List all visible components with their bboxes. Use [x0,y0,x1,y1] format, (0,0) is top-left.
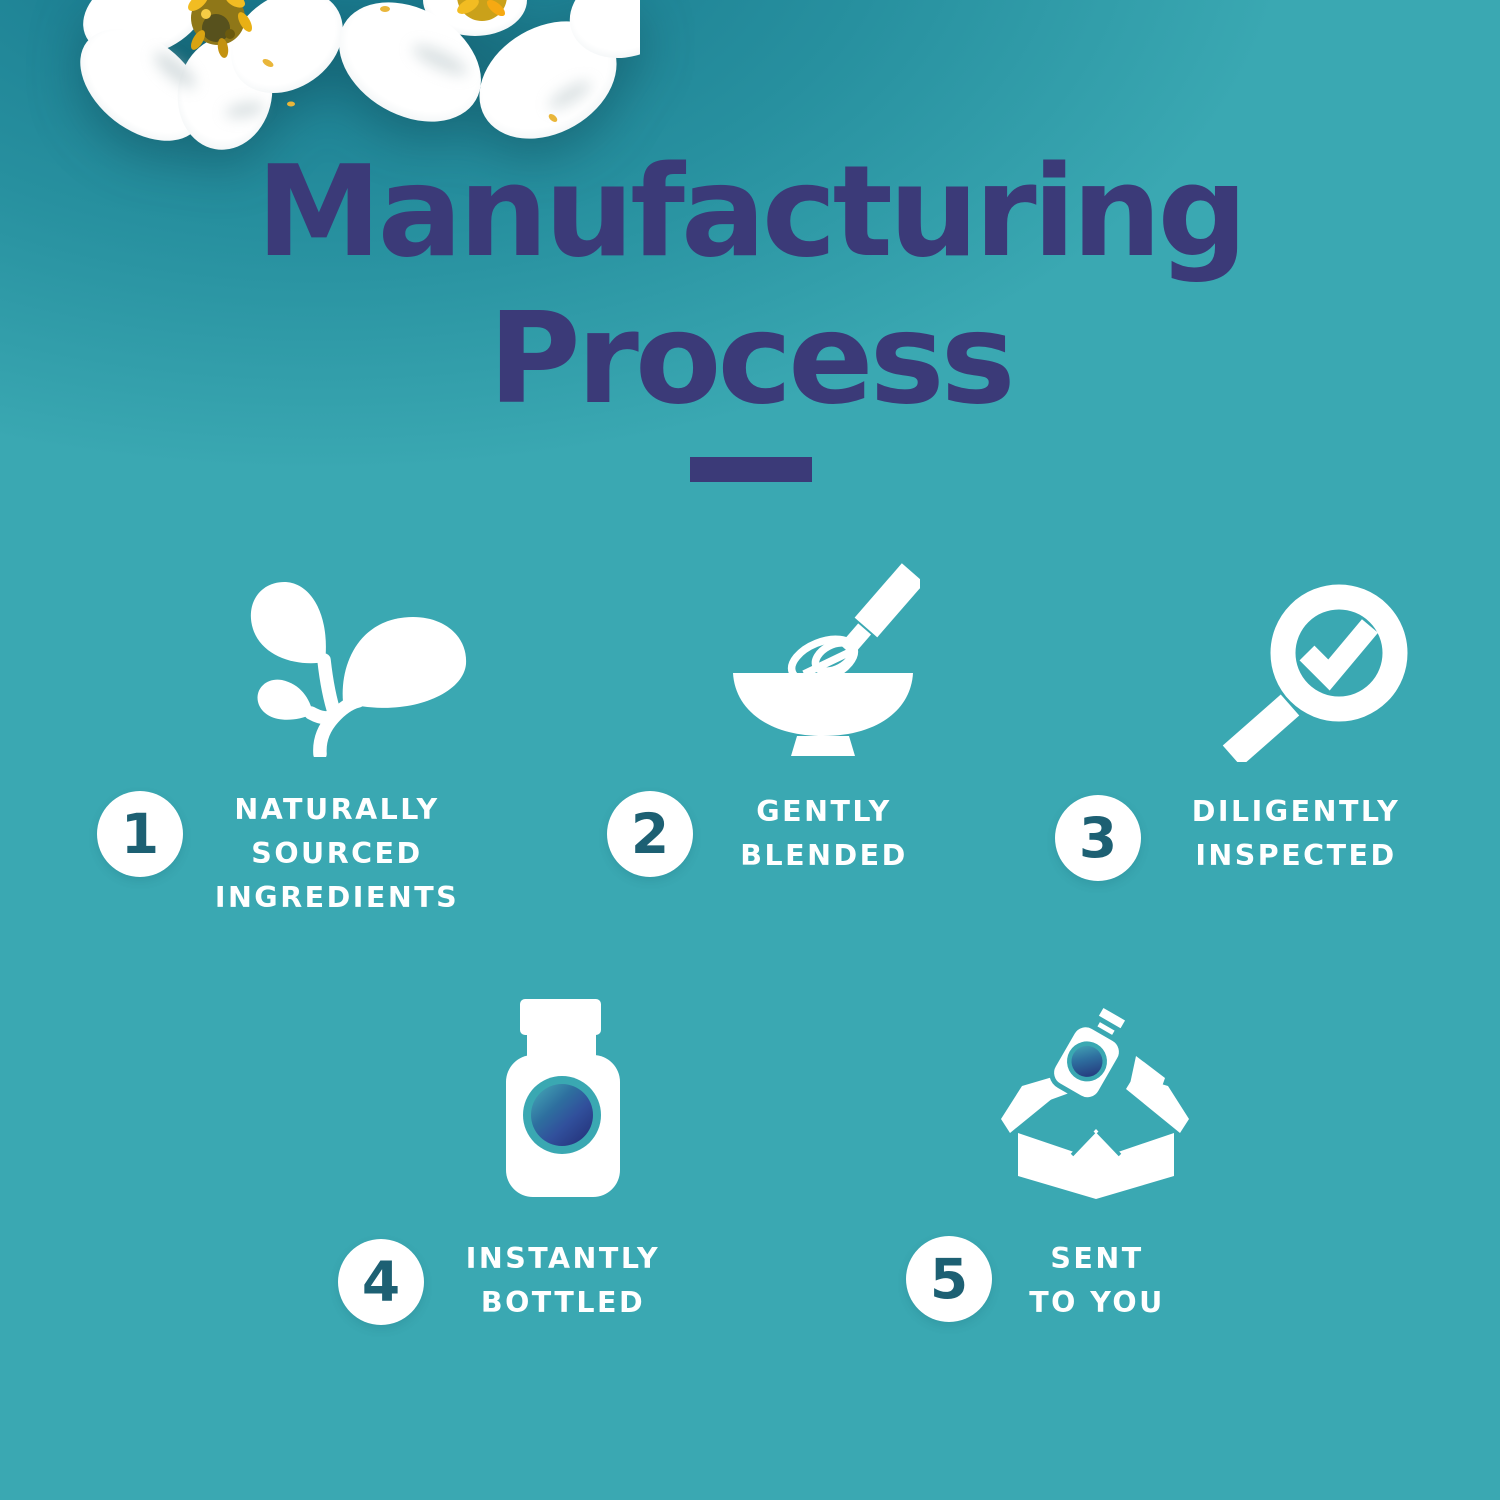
magnifier-check-icon [1222,584,1408,762]
step-label-line: BLENDED [740,839,908,872]
step-label-line: INGREDIENTS [214,881,460,914]
step-label-line: NATURALLY [234,793,440,826]
flower-center [457,0,507,21]
step-label-5: SENT TO YOU [917,1237,1277,1325]
flower-center [188,0,252,58]
step-number-badge-1: 1 [97,791,183,877]
title-underline-dash [690,457,812,482]
step-number: 2 [630,802,670,866]
bowl-whisk-icon [733,563,920,756]
flower-right [287,0,640,139]
step-number-badge-4: 4 [338,1239,424,1325]
step-number-badge-2: 2 [607,791,693,877]
step-label-line: BOTTLED [480,1286,646,1319]
boxed-bottle [1049,1003,1130,1103]
white-flowers-decoration [80,0,640,150]
flower-left [80,0,343,150]
step-number: 4 [361,1250,401,1314]
step-number: 3 [1078,806,1118,870]
step-number: 5 [929,1247,969,1311]
step-label-line: SENT [1050,1242,1144,1275]
page-title-line2: Process [488,285,1015,432]
bottle-icon [506,999,620,1197]
step-number: 1 [120,802,160,866]
step-label-2: GENTLY BLENDED [644,790,1004,878]
page-title-line1: Manufacturing [256,138,1248,285]
step-label-line: INSPECTED [1195,839,1397,872]
step-label-1: NATURALLY SOURCED INGREDIENTS [157,788,517,920]
page-title: Manufacturing Process [0,138,1500,432]
bottle-label [531,1084,593,1146]
step-label-3: DILIGENTLY INSPECTED [1116,790,1476,878]
step-label-line: DILIGENTLY [1191,795,1401,828]
plant-icon [250,581,467,757]
step-label-4: INSTANTLY BOTTLED [383,1237,743,1325]
step-label-line: SOURCED [251,837,423,870]
step-label-line: INSTANTLY [465,1242,661,1275]
step-number-badge-5: 5 [906,1236,992,1322]
step-label-line: GENTLY [756,795,892,828]
step-number-badge-3: 3 [1055,795,1141,881]
step-label-line: TO YOU [1029,1286,1165,1319]
shipping-box-icon [1001,1003,1189,1199]
